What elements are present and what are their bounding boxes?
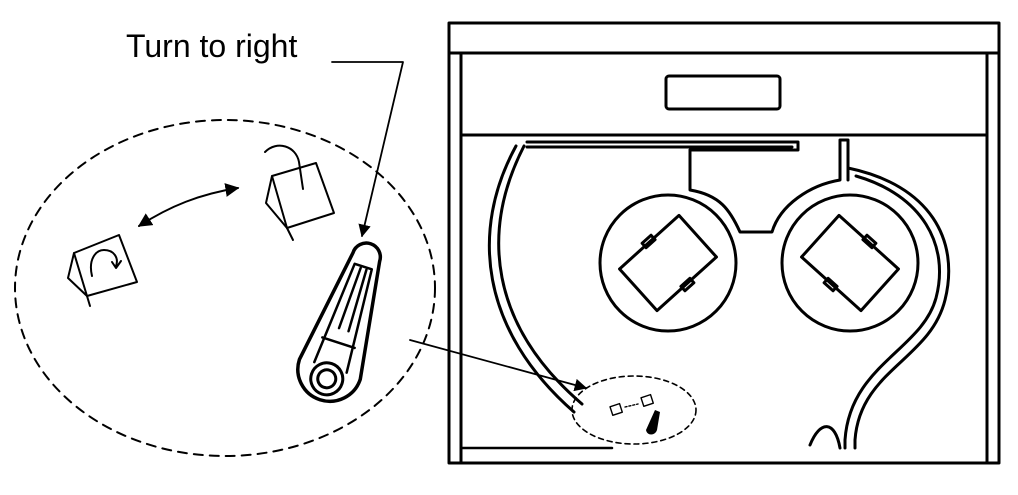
drum-left (598, 193, 738, 333)
device-outline (447, 21, 1001, 465)
rotate-right-icon (90, 249, 122, 277)
drum-bridge (688, 138, 850, 234)
detail-ellipse (14, 119, 436, 457)
guide-arc (487, 144, 584, 414)
mini-clip-icon (609, 393, 655, 417)
detail-callout-ellipse (571, 375, 697, 445)
callout-label: Turn to right (126, 28, 298, 64)
top-rail (525, 140, 800, 152)
clip-icon (264, 144, 335, 241)
right-channel (808, 166, 951, 450)
callout-leader-line (331, 61, 404, 238)
lever-icon (296, 241, 382, 404)
clip-icon (67, 234, 138, 307)
curved-arrow-icon (137, 183, 240, 227)
drum-right (780, 193, 920, 333)
mini-lever-icon (646, 410, 660, 435)
display-window (664, 74, 782, 111)
